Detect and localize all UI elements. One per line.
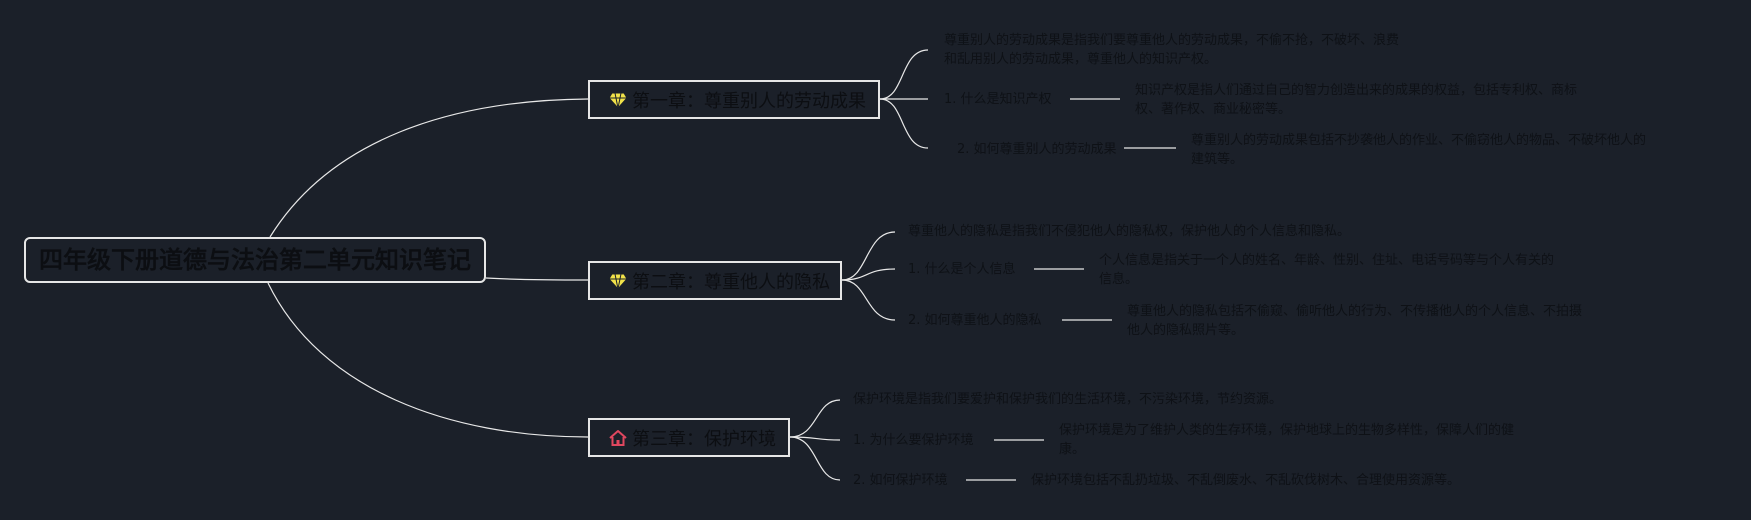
chapter-1-summary-line-1: 尊重别人的劳动成果是指我们要尊重他人的劳动成果，不偷不抢，不破坏、浪费	[944, 33, 1400, 48]
chapter-2-topic-2-label[interactable]: 2. 如何尊重他人的隐私	[908, 313, 1042, 328]
chapter-1-topic-1-detail-line-1: 知识产权是指人们通过自己的智力创造出来的成果的权益，包括专利权、商标	[1135, 83, 1578, 98]
chapter-1-topic-1-label[interactable]: 1. 什么是知识产权	[944, 92, 1052, 107]
chapter-1-title: 第一章：尊重别人的劳动成果	[632, 90, 866, 112]
chapter-3-topic-2-label[interactable]: 2. 如何保护环境	[853, 473, 948, 488]
link-ch1-summary	[879, 49, 929, 100]
link-ch1-topic-2	[879, 98, 929, 149]
chapter-2-topic-1-detail-line-2: 信息。	[1099, 272, 1139, 287]
chapter-1-topic-2-detail-line-1: 尊重别人的劳动成果包括不抄袭他人的作业、不偷窃他人的物品、不破坏他人的	[1191, 133, 1647, 148]
link-ch3-topic-2	[789, 436, 841, 481]
link-ch3-topic-1	[789, 436, 841, 441]
chapter-1-topic-2-label[interactable]: 2. 如何尊重别人的劳动成果	[957, 142, 1117, 157]
house-icon	[609, 429, 627, 446]
link-root-chapter-2	[485, 277, 589, 281]
link-ch2-topic-1	[841, 268, 896, 281]
chapter-3-title: 第三章：保护环境	[632, 428, 776, 450]
link-ch2-topic-2	[841, 279, 896, 321]
chapter-3-summary-line-1: 保护环境是指我们要爱护和保护我们的生活环境，不污染环境，节约资源。	[853, 392, 1283, 407]
link-root-chapter-3	[267, 282, 589, 438]
diamond-icon	[608, 92, 628, 109]
chapter-3-topic-1-detail-line-2: 康。	[1059, 442, 1086, 457]
chapter-2-topic-2-detail-line-1: 尊重他人的隐私包括不偷窥、偷听他人的行为、不传播他人的个人信息、不拍摄	[1127, 304, 1583, 319]
chapter-3-topic-2-detail-line-1: 保护环境包括不乱扔垃圾、不乱倒废水、不乱砍伐树木、合理使用资源等。	[1031, 473, 1461, 488]
link-root-chapter-1	[269, 98, 589, 238]
chapter-1-topic-2-detail-line-2: 建筑等。	[1191, 152, 1244, 167]
chapter-1-summary-line-2: 和乱用别人的劳动成果，尊重他人的知识产权。	[944, 52, 1218, 67]
link-ch3-summary	[789, 399, 841, 438]
chapter-2-node[interactable]: 第二章：尊重他人的隐私	[588, 261, 842, 300]
chapter-2-topic-1-label[interactable]: 1. 什么是个人信息	[908, 262, 1016, 277]
chapter-1-node[interactable]: 第一章：尊重别人的劳动成果	[588, 80, 880, 119]
chapter-2-topic-1-detail-line-1: 个人信息是指关于一个人的姓名、年龄、性别、住址、电话号码等与个人有关的	[1099, 253, 1555, 268]
chapter-3-topic-1-label[interactable]: 1. 为什么要保护环境	[853, 433, 974, 448]
chapter-2-summary-line-1: 尊重他人的隐私是指我们不侵犯他人的隐私权，保护他人的个人信息和隐私。	[908, 224, 1351, 239]
chapter-3-node[interactable]: 第三章：保护环境	[588, 418, 790, 457]
chapter-2-topic-2-detail-line-2: 他人的隐私照片等。	[1127, 323, 1245, 338]
root-topic[interactable]: 四年级下册道德与法治第二单元知识笔记	[24, 237, 486, 283]
link-ch2-summary	[841, 231, 896, 281]
chapter-3-topic-1-detail-line-1: 保护环境是为了维护人类的生存环境，保护地球上的生物多样性，保障人们的健	[1059, 423, 1515, 438]
diamond-icon	[608, 273, 628, 290]
chapter-2-title: 第二章：尊重他人的隐私	[632, 271, 830, 293]
chapter-1-topic-1-detail-line-2: 权、著作权、商业秘密等。	[1135, 102, 1292, 117]
